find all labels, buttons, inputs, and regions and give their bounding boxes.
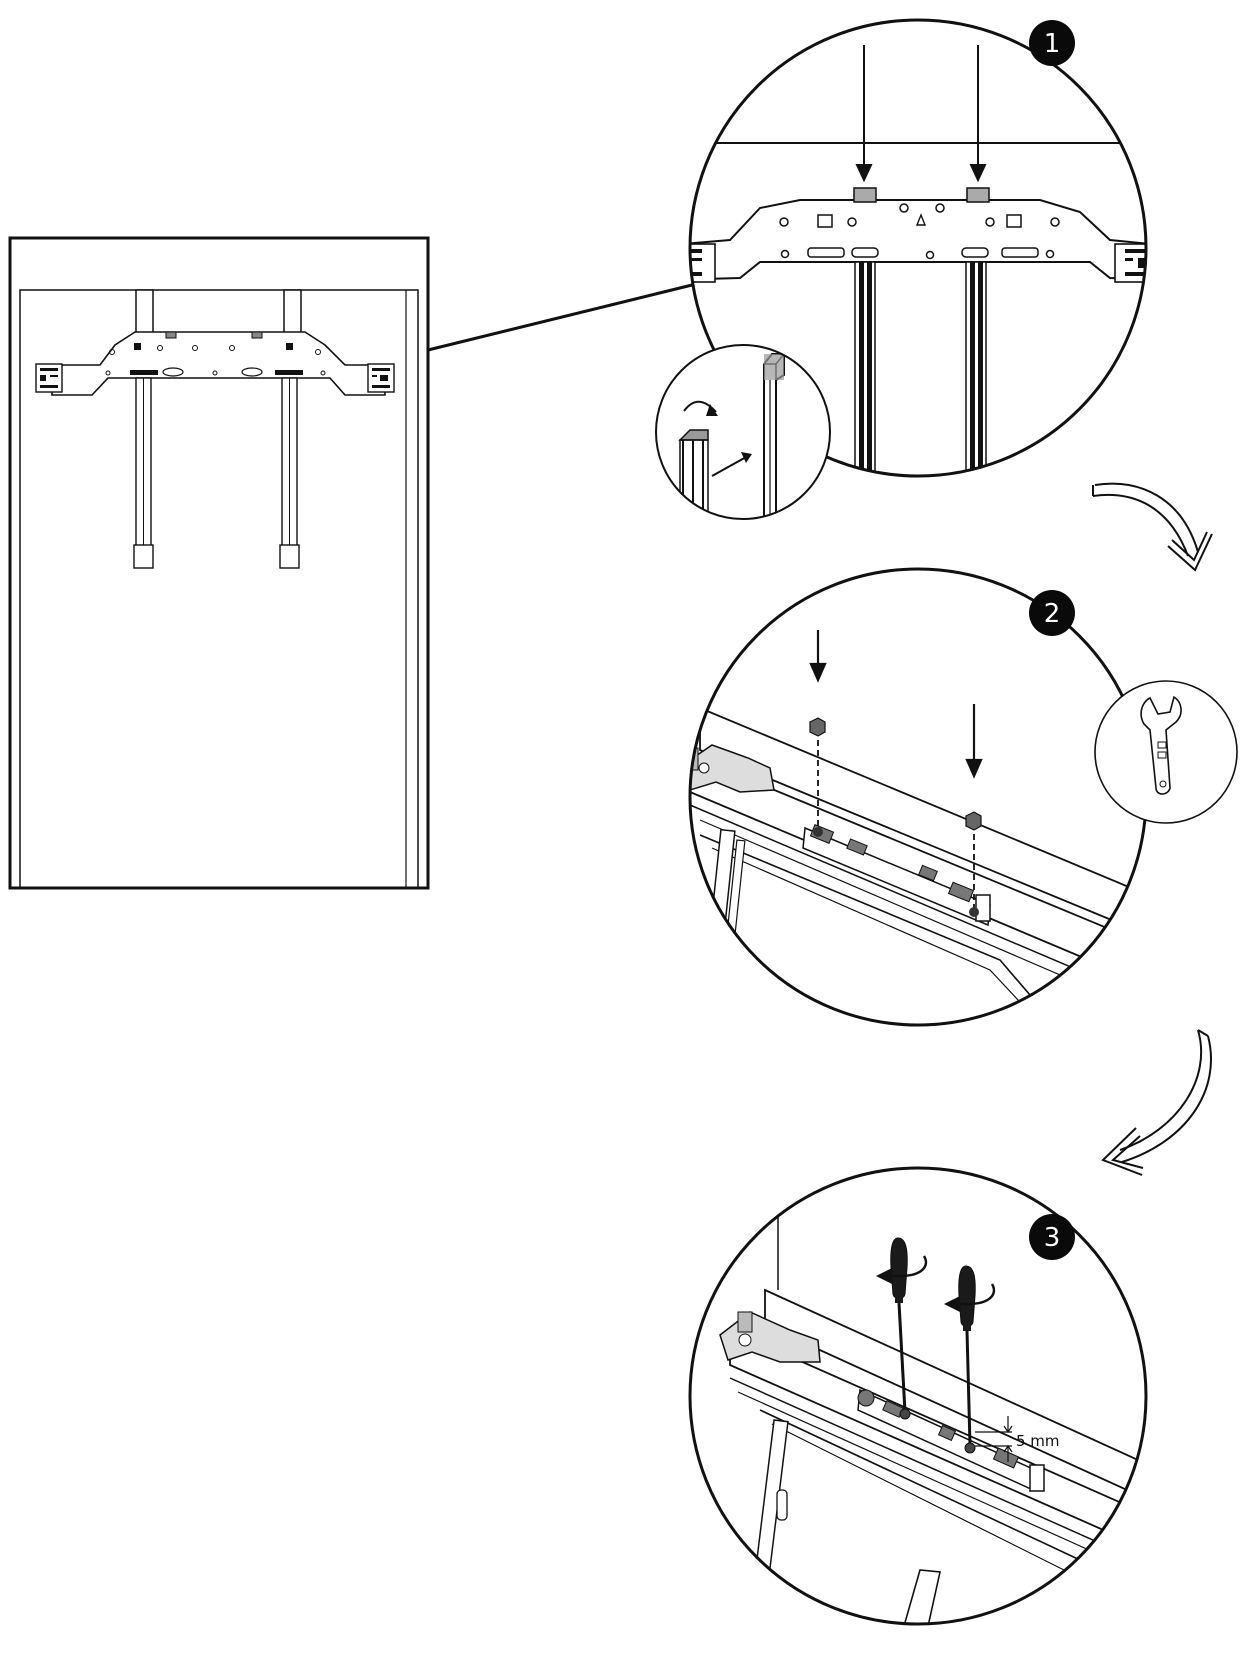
curved-arrow-icon [1092,482,1213,572]
gap-measurement: 5 mm [975,1416,1060,1462]
step-1-number: 1 [1044,29,1061,59]
mounting-bracket [35,331,395,396]
step-1-badge: 1 [1029,20,1075,66]
step-2-number: 2 [1044,599,1061,629]
detail-callout-line [427,283,693,352]
screwdriver-icon [890,1237,976,1454]
step-2-badge: 2 [1029,590,1075,636]
rod-rotate-inset [655,344,831,520]
wrench-icon [1094,680,1238,824]
step-3-badge: 3 [1029,1214,1075,1260]
push-arrow-icon [711,455,749,477]
cabinet-inner-frame [19,289,419,889]
rotate-counterclockwise-icon [888,1255,996,1306]
rods-installed [854,261,987,476]
step-3-number: 3 [1044,1223,1061,1253]
step-3-detail: 5 mm 3 [688,1166,1148,1626]
curved-arrow-icon-2 [1101,1029,1213,1176]
step-2-detail: 2 [688,567,1238,1027]
overview-panel [8,236,430,890]
nut-drop-arrows [809,630,983,779]
gap-measurement-label: 5 mm [1016,1432,1060,1450]
step-1-detail: 1 [655,18,1148,520]
insert-direction-arrows [855,45,987,183]
